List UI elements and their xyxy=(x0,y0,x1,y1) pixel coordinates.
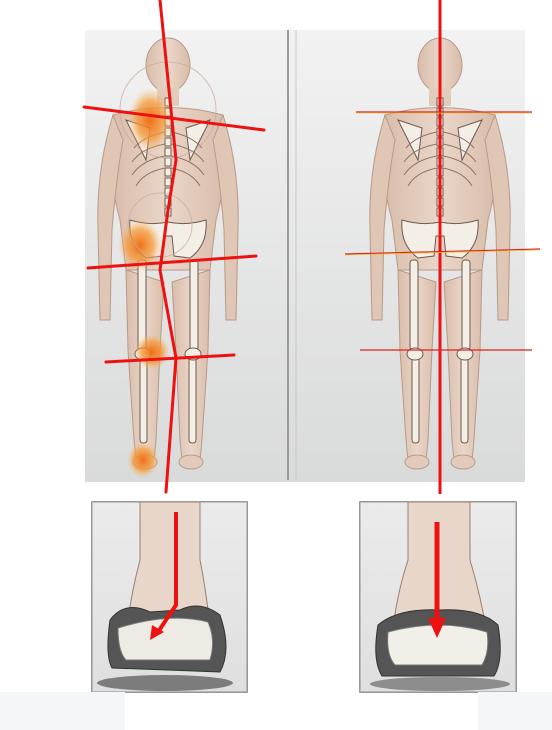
heel-neutral-foot xyxy=(360,502,516,692)
knee-pain-highlight xyxy=(134,334,170,370)
bottom-strip-right xyxy=(478,692,552,730)
bottom-strip-left xyxy=(0,692,125,730)
shoulder-pain-highlight xyxy=(128,88,172,152)
heel-pronated-foot xyxy=(92,502,247,692)
ankle-pain-highlight xyxy=(127,442,159,478)
